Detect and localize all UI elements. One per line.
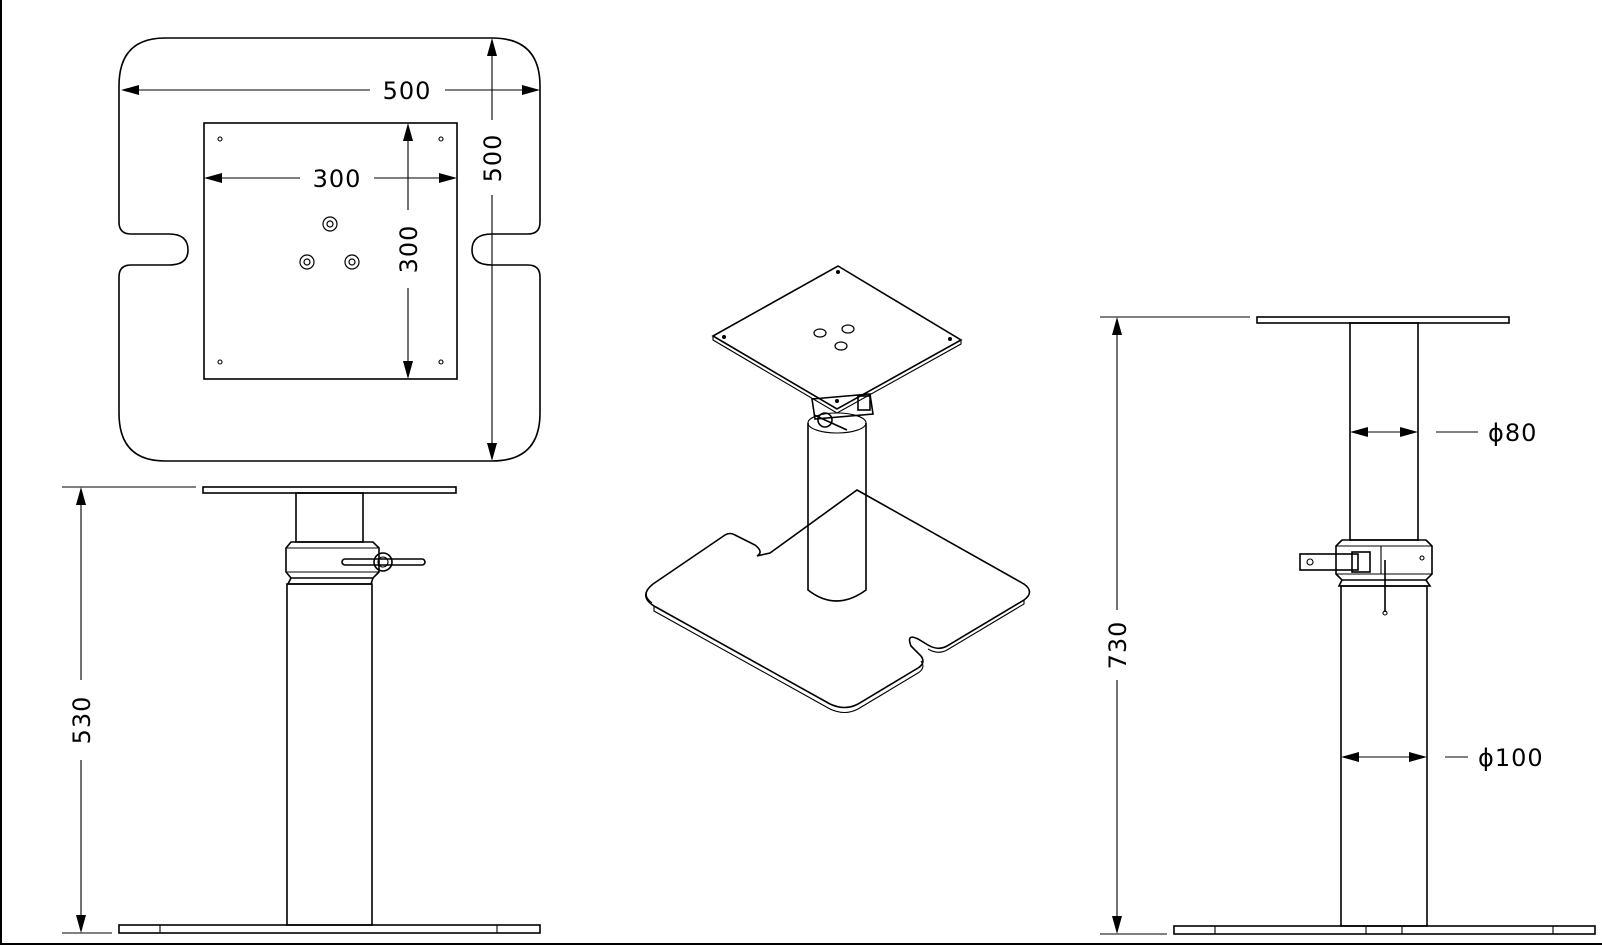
dim-lower-tube-diameter: ϕ100 [1341, 744, 1544, 772]
dim-plate-width: 300 [204, 165, 457, 193]
plate-corner-hole [438, 359, 444, 365]
iso-base-plate [644, 489, 1031, 709]
isometric-view [644, 265, 1031, 714]
front-view-collapsed: 530 [62, 486, 541, 934]
clamp-knob [373, 552, 393, 572]
dim-min-height: 530 [62, 486, 196, 934]
side-clamp-lever [1299, 553, 1359, 571]
iso-clamp-lever [813, 414, 848, 431]
dim-label-base-depth: 500 [479, 134, 507, 183]
side-clamp-knob [1351, 551, 1371, 573]
plate-corner-hole [217, 359, 223, 365]
base-plate-profile [118, 924, 541, 934]
plate-corner-hole [438, 136, 444, 142]
base-plate-outline [118, 37, 541, 462]
lower-tube [286, 583, 373, 926]
iso-mounting-plate [711, 265, 963, 410]
upper-tube [295, 492, 364, 543]
iso-bolt-hole [834, 341, 848, 351]
dim-upper-tube-diameter: ϕ80 [1350, 419, 1537, 447]
iso-bolt-hole [841, 324, 855, 334]
dim-label-lower-tube-diameter: ϕ100 [1478, 744, 1544, 772]
dim-label-min-height: 530 [68, 696, 96, 745]
height-clamp-collar [285, 541, 380, 579]
dim-max-height: 730 [1100, 316, 1250, 935]
center-bolt-hole [344, 254, 360, 270]
clamp-lever [341, 558, 426, 566]
dim-plate-depth: 300 [395, 123, 423, 379]
dim-label-base-width: 500 [383, 77, 432, 105]
plate-corner-hole [217, 136, 223, 142]
dim-label-max-height: 730 [1104, 621, 1132, 670]
side-top-plate-profile [1256, 316, 1510, 324]
center-bolt-hole [299, 254, 315, 270]
iso-bolt-hole [813, 328, 827, 338]
dim-label-plate-width: 300 [313, 165, 362, 193]
dim-base-width: 500 [121, 77, 540, 105]
top-view: 500 500 300 300 [118, 37, 541, 462]
mounting-plate-outline [203, 122, 458, 380]
center-bolt-hole-inner [348, 258, 356, 266]
dim-label-plate-depth: 300 [395, 225, 423, 274]
top-plate-profile [202, 486, 457, 494]
iso-clamp-block [811, 393, 874, 420]
iso-clamp-bracket [857, 395, 871, 411]
center-bolt-hole-inner [326, 220, 334, 228]
center-bolt-hole [322, 216, 338, 232]
side-view-extended: 730 ϕ80 ϕ100 [1100, 316, 1596, 935]
side-base-plate-profile [1173, 925, 1596, 935]
iso-clamp-knob [817, 412, 833, 428]
iso-lower-tube [807, 423, 867, 602]
dim-label-upper-tube-diameter: ϕ80 [1488, 419, 1537, 447]
dim-base-depth: 500 [479, 38, 507, 461]
center-bolt-hole-inner [303, 258, 311, 266]
collar-bottom [286, 577, 374, 585]
